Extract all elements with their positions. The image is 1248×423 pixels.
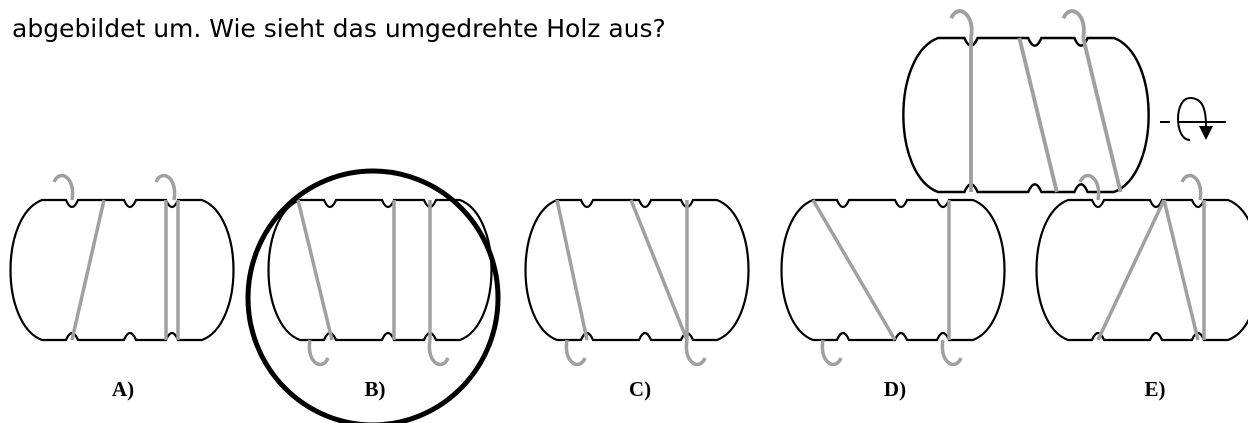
rotation-arrow-icon (1160, 96, 1226, 141)
reference-string-diagonal (1081, 37, 1123, 193)
option-b-label[interactable]: B) (364, 377, 386, 401)
reference-log (902, 9, 1150, 194)
option-b-log[interactable] (267, 198, 493, 367)
selection-circle (245, 168, 501, 423)
option-e-log[interactable] (1035, 173, 1248, 342)
option-d-label[interactable]: D) (883, 377, 907, 401)
question-text: abgebildet um. Wie sieht das umgedrehte … (12, 14, 666, 43)
option-d-log[interactable] (780, 198, 1006, 367)
option-c-log[interactable] (524, 198, 750, 367)
option-a-label[interactable]: A) (111, 377, 135, 401)
option-c-label[interactable]: C) (628, 377, 652, 401)
option-a-log[interactable] (9, 173, 235, 342)
option-e-label[interactable]: E) (1144, 377, 1166, 401)
